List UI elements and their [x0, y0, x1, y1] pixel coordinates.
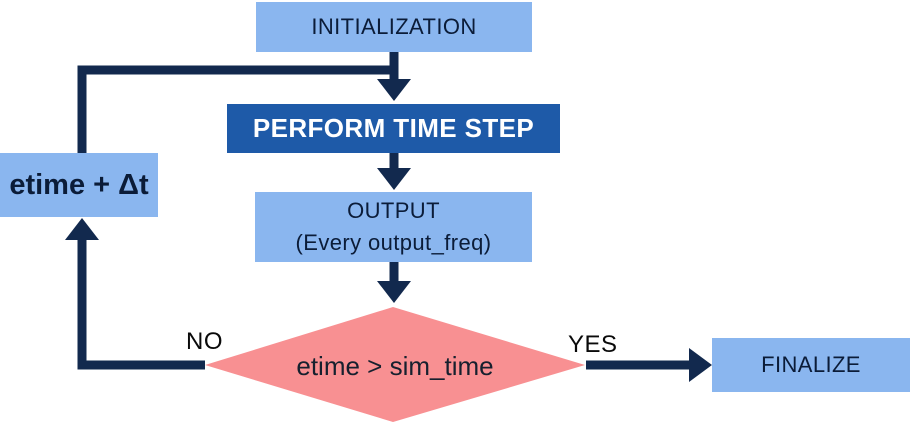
arrowhead-down-output: [377, 168, 411, 190]
arrowhead-up-etime: [65, 218, 99, 240]
arrowhead-right-finalize: [689, 348, 712, 382]
node-finalize-label: FINALIZE: [761, 352, 861, 377]
node-perform-time-step-label: PERFORM TIME STEP: [252, 113, 535, 143]
node-output: OUTPUT (Every output_freq): [255, 192, 532, 262]
node-output-sublabel: (Every output_freq): [295, 230, 492, 255]
node-output-label: OUTPUT: [347, 198, 440, 224]
node-finalize: FINALIZE: [712, 338, 910, 392]
edge-label-yes: YES: [568, 331, 618, 358]
node-perform-time-step: PERFORM TIME STEP: [227, 104, 560, 153]
edge-etime-feedback: [77, 65, 394, 153]
edge-decision-no-loop: [77, 240, 205, 370]
node-initialization: INITIALIZATION: [256, 2, 532, 52]
decision-diamond: [205, 307, 585, 422]
node-initialization-label: INITIALIZATION: [311, 14, 477, 39]
node-etime-increment: etime + Δt: [0, 153, 158, 217]
arrowhead-down-perform: [377, 79, 411, 101]
node-decision-label: etime > sim_time: [296, 351, 494, 381]
arrowhead-down-decision: [377, 281, 411, 303]
edge-label-no: NO: [186, 328, 223, 355]
node-etime-increment-label: etime + Δt: [9, 168, 149, 201]
